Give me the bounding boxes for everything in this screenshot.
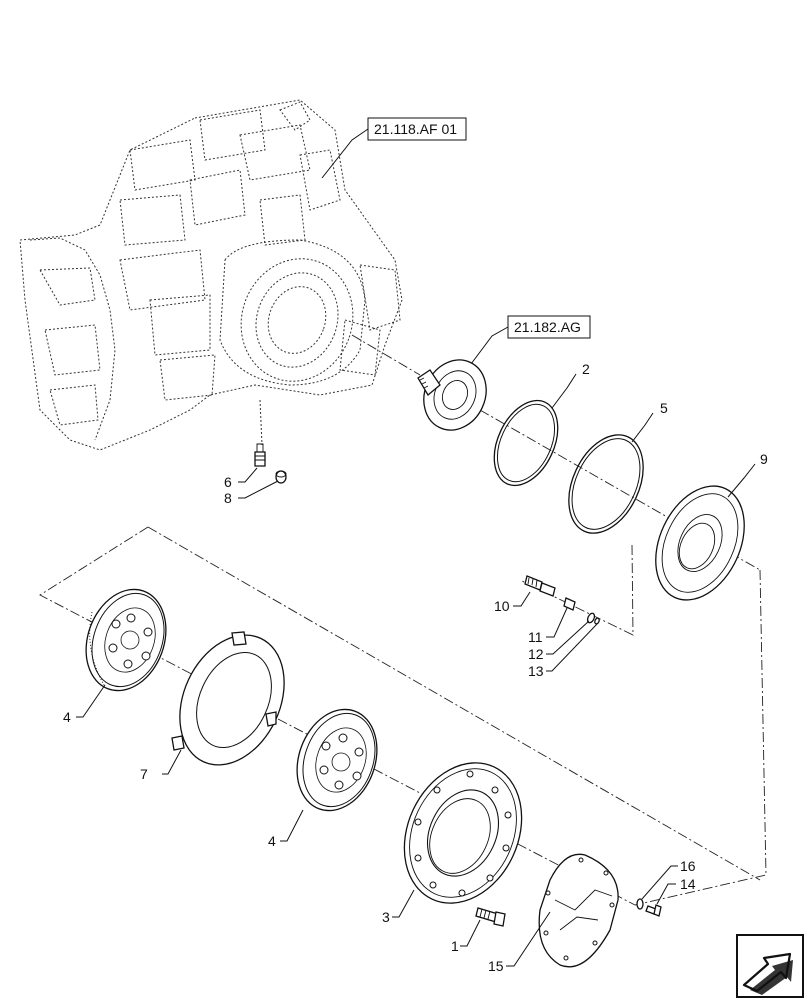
screw-14 xyxy=(645,904,662,917)
seal-ring-2 xyxy=(493,399,559,487)
callout-12[interactable]: 12 xyxy=(528,646,544,662)
callout-15[interactable]: 15 xyxy=(488,958,504,974)
housing-reference-text: 21.118.AF 01 xyxy=(374,121,457,137)
piston-9 xyxy=(655,485,745,601)
callout-13[interactable]: 13 xyxy=(528,663,544,679)
cover-plate-15 xyxy=(538,853,619,968)
callout-1[interactable]: 1 xyxy=(451,938,459,954)
arrow-icon[interactable] xyxy=(736,934,804,998)
callout-4-upper[interactable]: 4 xyxy=(63,709,71,725)
brake-cover-3 xyxy=(403,762,523,904)
callout-7[interactable]: 7 xyxy=(140,766,148,782)
callout-4-lower[interactable]: 4 xyxy=(268,833,276,849)
hub-reference-text: 21.182.AG xyxy=(514,319,581,335)
washer-8 xyxy=(275,470,287,484)
housing-reference[interactable]: 21.118.AF 01 xyxy=(367,117,467,141)
callout-labels: 1 2 3 4 4 5 6 7 8 9 10 11 12 13 14 15 16 xyxy=(63,361,768,974)
cap-12-13 xyxy=(586,612,600,625)
friction-disc-4-lower xyxy=(296,708,378,812)
callout-3[interactable]: 3 xyxy=(382,909,390,925)
callout-2[interactable]: 2 xyxy=(582,361,590,377)
nut-11 xyxy=(563,597,576,611)
seal-ring-5 xyxy=(568,434,644,534)
bolt-1 xyxy=(475,907,506,927)
callout-10[interactable]: 10 xyxy=(494,598,510,614)
callout-14[interactable]: 14 xyxy=(680,876,696,892)
assembly-axes xyxy=(39,334,767,906)
callout-9[interactable]: 9 xyxy=(760,451,768,467)
leader-lines xyxy=(76,373,756,967)
washer-16 xyxy=(636,898,644,910)
separator-plate-7 xyxy=(171,631,285,766)
callout-11[interactable]: 11 xyxy=(528,629,543,645)
callout-16[interactable]: 16 xyxy=(680,858,696,874)
callout-6[interactable]: 6 xyxy=(224,474,232,490)
bleed-screw-10 xyxy=(524,575,556,597)
callout-8[interactable]: 8 xyxy=(224,490,232,506)
callout-5[interactable]: 5 xyxy=(660,400,668,416)
friction-disc-4-upper xyxy=(85,588,167,692)
plug-6 xyxy=(254,443,266,467)
transmission-housing xyxy=(19,99,403,451)
planetary-hub xyxy=(417,359,487,431)
hub-reference[interactable]: 21.182.AG xyxy=(507,315,591,339)
